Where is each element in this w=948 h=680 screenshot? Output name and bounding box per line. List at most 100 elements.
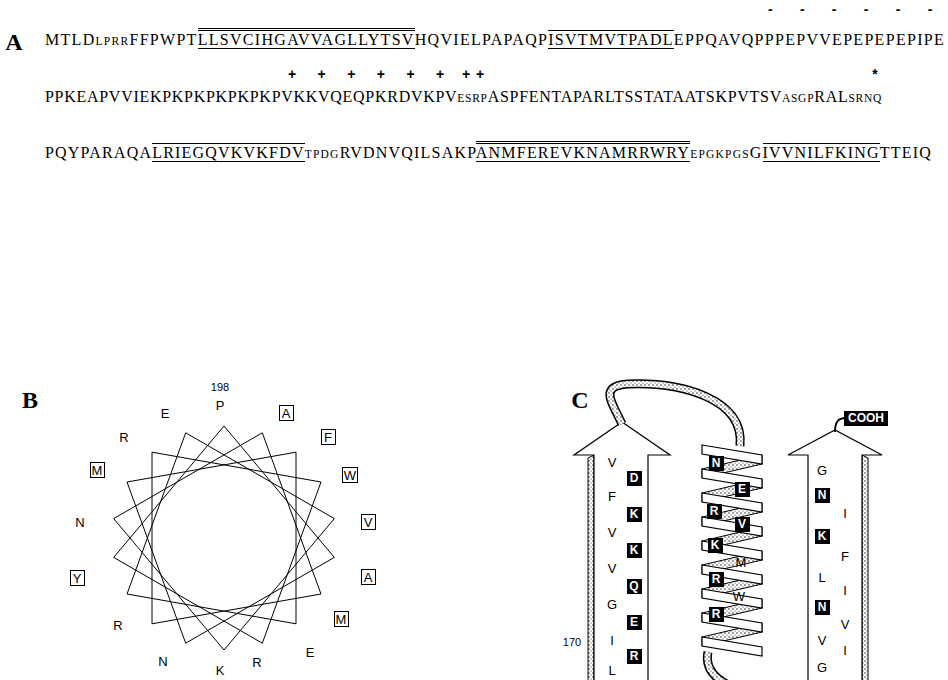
sequence-segment: IVVNILFKING	[763, 143, 880, 162]
residue-letter: M	[736, 555, 747, 570]
residue-letter: R	[710, 505, 719, 517]
residue-letter: D	[630, 472, 639, 484]
boxed-residue: E	[735, 482, 750, 497]
residue-letter: W	[733, 589, 745, 604]
panel-letter: A	[5, 29, 22, 56]
boxed-residue: R	[709, 572, 724, 587]
sequence-segment: RVDNVQILSAKP	[340, 144, 476, 161]
boxed-residue: N	[815, 488, 830, 503]
beta-strand-arrow	[788, 430, 882, 680]
charge-mark: *	[872, 66, 877, 82]
residue-letter: V	[818, 633, 827, 648]
sequence-segment: G	[750, 144, 763, 161]
residue-letter: G	[607, 597, 617, 612]
sequence-segment: FFPWPT	[129, 31, 197, 48]
sequence-segment: LLSVCIHGAVVAGLLYTSV	[198, 28, 415, 49]
residue-number: 198	[211, 381, 229, 393]
residue-letter: N	[818, 489, 827, 501]
residue-letter: A	[282, 407, 291, 420]
residue-letter: N	[712, 457, 721, 469]
residue-letter: R	[630, 650, 639, 662]
residue-letter: E	[738, 483, 746, 495]
residue-letter: F	[841, 549, 849, 564]
boxed-residue: Q	[627, 579, 642, 594]
terminus-label: COOH	[848, 412, 884, 424]
charge-mark: + + + + + +	[288, 66, 453, 82]
boxed-residue: R	[709, 607, 724, 622]
sequence-segment: ISVTMVTPADL	[548, 30, 674, 49]
residue-letter: R	[712, 573, 721, 585]
residue-letter: G	[817, 463, 827, 478]
sequence-segment: TPDG	[305, 148, 340, 160]
residue-letter: P	[216, 398, 225, 413]
helix-band	[702, 517, 762, 536]
sequence-segment: PQYPARAQA	[45, 144, 152, 161]
helix-band	[702, 637, 762, 656]
boxed-residue: V	[735, 517, 750, 532]
sequence-segment: RAL	[814, 88, 848, 105]
sequence-segment: EPPQAVQPPPEPVVEPEPEPEPIPE	[674, 31, 945, 48]
residue-letter: F	[608, 489, 616, 504]
panel-letter: C	[571, 387, 588, 414]
boxed-residue: D	[627, 471, 642, 486]
boxed-residue: M	[334, 611, 349, 627]
panel-letter: B	[22, 387, 38, 414]
strand-side	[862, 455, 868, 680]
boxed-residue: W	[342, 467, 358, 483]
residue-letter: R	[113, 618, 122, 633]
residue-letter: Y	[73, 572, 82, 585]
residue-letter: N	[158, 654, 167, 669]
residue-letter: K	[630, 508, 639, 520]
boxed-residue: F	[321, 429, 336, 445]
residue-letter: K	[818, 530, 827, 542]
residue-letter: K	[216, 663, 225, 678]
sequence-segment: ASPFENTAPARLTSSTATAATSKPVTSV	[488, 88, 782, 105]
residue-letter: L	[818, 570, 825, 585]
residue-letter: N	[75, 515, 84, 530]
boxed-residue: V	[361, 514, 376, 530]
residue-letter: V	[841, 617, 850, 632]
residue-number: 170	[563, 636, 581, 648]
terminus-box: COOH	[844, 411, 888, 426]
strand-side	[588, 455, 594, 680]
sequence-segment: EPGKPGS	[690, 148, 750, 160]
residue-letter: I	[610, 633, 614, 648]
residue-letter: E	[306, 645, 315, 660]
sequence-segment: SRNQ	[848, 92, 882, 104]
residue-letter: I	[843, 506, 847, 521]
residue-letter: K	[630, 544, 639, 556]
residue-letter: K	[711, 539, 720, 551]
residue-letter: E	[161, 406, 170, 421]
residue-letter: R	[252, 655, 261, 670]
residue-letter: V	[364, 516, 373, 529]
boxed-residue: N	[815, 600, 830, 615]
boxed-residue: A	[361, 569, 376, 585]
residue-letter: M	[336, 613, 347, 626]
residue-letter: E	[630, 616, 638, 628]
residue-letter: I	[843, 583, 847, 598]
residue-letter: V	[608, 455, 617, 470]
boxed-residue: R	[707, 504, 722, 519]
sequence-segment: ANMFEREVKNAMRRWRY	[476, 141, 690, 162]
loop	[610, 384, 740, 446]
sequence-segment: PPKEAPVVIEKPKPKPKPKPKPVKKVQEQPKRDVKPV	[45, 88, 457, 105]
boxed-residue: Y	[70, 570, 85, 586]
helical-wheel	[114, 426, 335, 650]
helix-band	[702, 589, 762, 608]
residue-letter: I	[843, 643, 847, 658]
helix-back	[702, 455, 762, 646]
charge-mark: ++	[462, 66, 490, 82]
residue-letter: Q	[629, 580, 638, 592]
residue-letter: F	[324, 431, 332, 444]
sequence-segment: MTLD	[45, 31, 96, 48]
residue-letter: G	[817, 660, 827, 675]
loop	[610, 384, 740, 446]
helix-band	[702, 469, 762, 488]
residue-letter: V	[608, 525, 617, 540]
boxed-residue: K	[627, 543, 642, 558]
residue-letter: R	[712, 608, 721, 620]
helix-front	[702, 445, 762, 656]
residue-letter: V	[738, 518, 746, 530]
residue-letter: A	[364, 571, 373, 584]
sequence-segment: ESRP	[457, 92, 487, 104]
